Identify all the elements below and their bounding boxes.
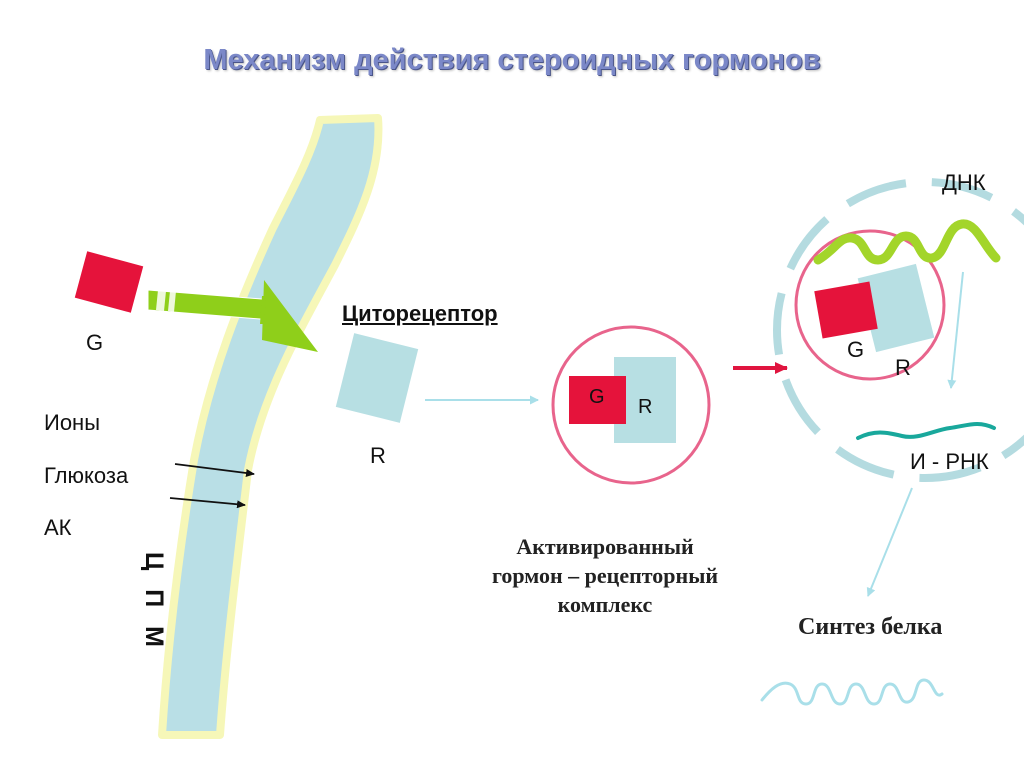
transport-item-glucose: Глюкоза [44,463,129,488]
nuclear-receptor-square [857,263,935,353]
page-title: Механизм действия стероидных гормонов [203,44,821,76]
dna-to-mrna-arrow [947,271,964,389]
dna-label: ДНК [942,170,986,195]
cytoreceptor-caption: Циторецептор [342,301,498,326]
hormone-label: G [86,330,104,355]
cell-membrane [158,114,383,739]
nuclear-receptor-label: R [895,355,911,380]
cytoreceptor-square [335,333,419,423]
hormone-square [74,251,144,313]
nuclear-hormone-label: G [847,337,865,362]
complex-receptor-label: R [638,396,653,418]
complex-caption-line-3: комплекс [557,592,653,617]
amino-acid-arrow [169,497,246,509]
dna-strand [813,219,1001,265]
mrna-to-protein-arrow [866,487,913,597]
membrane-label: Ц П М [140,552,168,653]
nucleus-outline [773,178,1024,482]
complex-ring [551,325,711,485]
hormone-entry-arrow [147,280,318,352]
mrna-label: И - РНК [910,449,989,474]
nuclear-complex-ring [794,229,946,381]
transport-item-amino-acids: АК [44,515,72,540]
receptor-label: R [370,443,386,468]
complex-caption-line-2: гормон – рецепторный [491,563,719,588]
mrna-strand [856,421,996,440]
complex-caption-line-1: Активированный [516,534,694,559]
protein-coil [760,678,944,706]
complex-hormone-square [569,376,626,424]
transport-item-ions: Ионы [44,410,101,435]
complex-caption: Активированный гормон – рецепторный комп… [440,532,770,619]
nuclear-hormone-square [814,281,878,339]
complex-hormone-label: G [589,386,605,408]
protein-synthesis-label: Синтез белка [798,614,943,640]
ion-glucose-arrow [174,463,255,477]
